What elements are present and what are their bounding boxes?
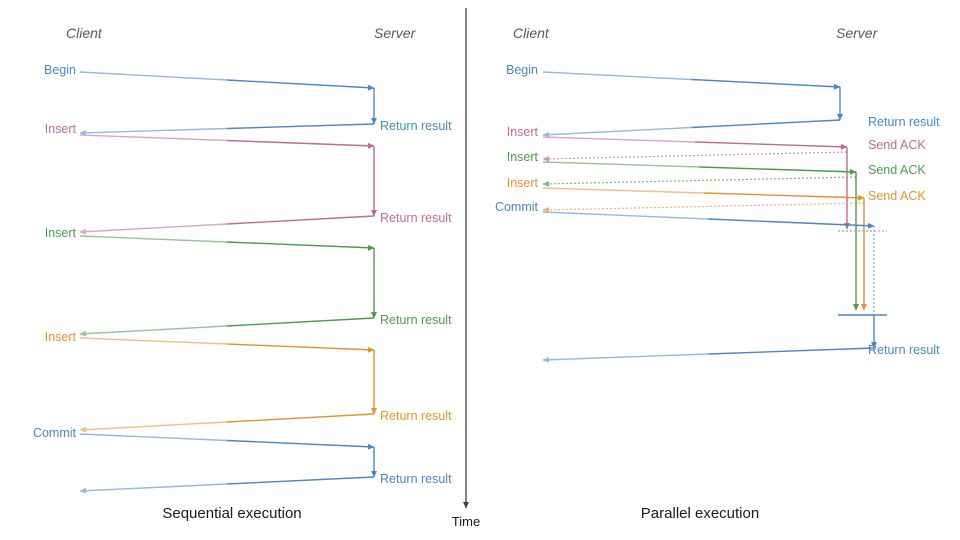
insert-2-flow-request [699,166,857,175]
insert-1-transaction-response-tail [226,215,375,225]
insert-1-flow-ack [542,151,848,162]
commit-flow-request [708,218,875,229]
right-server-label-3: Send ACK [868,189,926,203]
commit-flow-response-tail [708,347,875,355]
begin-transaction-response-tail [226,123,375,130]
commit-transaction-response [79,483,228,494]
left-panel-caption: Sequential execution [162,505,301,522]
left-server-label-4: Return result [380,472,452,486]
right-lane-header-server: Server [836,25,879,41]
right-client-label-1: Insert [507,125,539,139]
insert-2-transaction-request [226,241,375,251]
commit-transaction-request-tail [79,433,228,442]
commit-flow-response [542,353,709,363]
left-client-label-0: Begin [44,63,76,77]
left-client-label-1: Insert [45,122,77,136]
time-axis-label: Time [452,514,480,529]
insert-3-transaction-response-tail [226,413,375,423]
right-server-label-1: Send ACK [868,138,926,152]
left-server-label-3: Return result [380,409,452,423]
insert-3-transaction-request [226,343,375,353]
left-lane-header-client: Client [66,25,103,41]
right-client-label-0: Begin [506,63,538,77]
right-server-label-4: Return result [868,343,940,357]
right-lane-header-client: Client [513,25,550,41]
commit-transaction-request [226,439,375,450]
left-panel-layer [79,71,377,494]
insert-2-flow-ack [542,176,857,187]
left-server-label-2: Return result [380,313,452,327]
begin-transaction-request-tail [542,71,692,81]
begin-transaction-request [691,78,841,90]
left-client-label-4: Commit [33,426,77,440]
left-lane-header-server: Server [374,25,417,41]
begin-transaction-request-tail [79,71,228,81]
right-server-label-2: Send ACK [868,163,926,177]
insert-1-transaction-response [79,223,228,235]
insert-2-transaction-response [79,325,228,337]
commit-flow-request-tail [542,211,709,220]
right-client-label-3: Insert [507,176,539,190]
insert-1-flow-request [694,141,848,150]
left-client-label-3: Insert [45,330,77,344]
begin-transaction-response-tail [691,119,841,129]
right-server-label-0: Return result [868,115,940,129]
insert-3-flow-ack [542,202,865,213]
insert-1-transaction-request-tail [79,134,228,142]
left-server-label-0: Return result [380,119,452,133]
left-client-label-2: Insert [45,226,77,240]
insert-2-transaction-response-tail [226,317,375,327]
insert-1-transaction-request [226,139,375,149]
insert-3-flow-request [703,192,865,201]
insert-3-flow-request-tail [542,187,704,194]
begin-transaction-response [542,126,692,138]
insert-1-flow-request-tail [542,136,696,143]
right-client-label-2: Insert [507,150,539,164]
insert-2-flow-request-tail [542,161,700,168]
insert-2-transaction-request-tail [79,235,228,243]
right-client-label-4: Commit [495,200,539,214]
insert-3-transaction-request-tail [79,337,228,345]
left-server-label-1: Return result [380,211,452,225]
begin-transaction-response [79,127,228,136]
insert-3-transaction-response [79,421,228,433]
begin-transaction-request [226,79,375,91]
commit-transaction-response-tail [226,476,375,485]
right-panel-layer [542,71,887,363]
right-panel-caption: Parallel execution [641,505,759,522]
